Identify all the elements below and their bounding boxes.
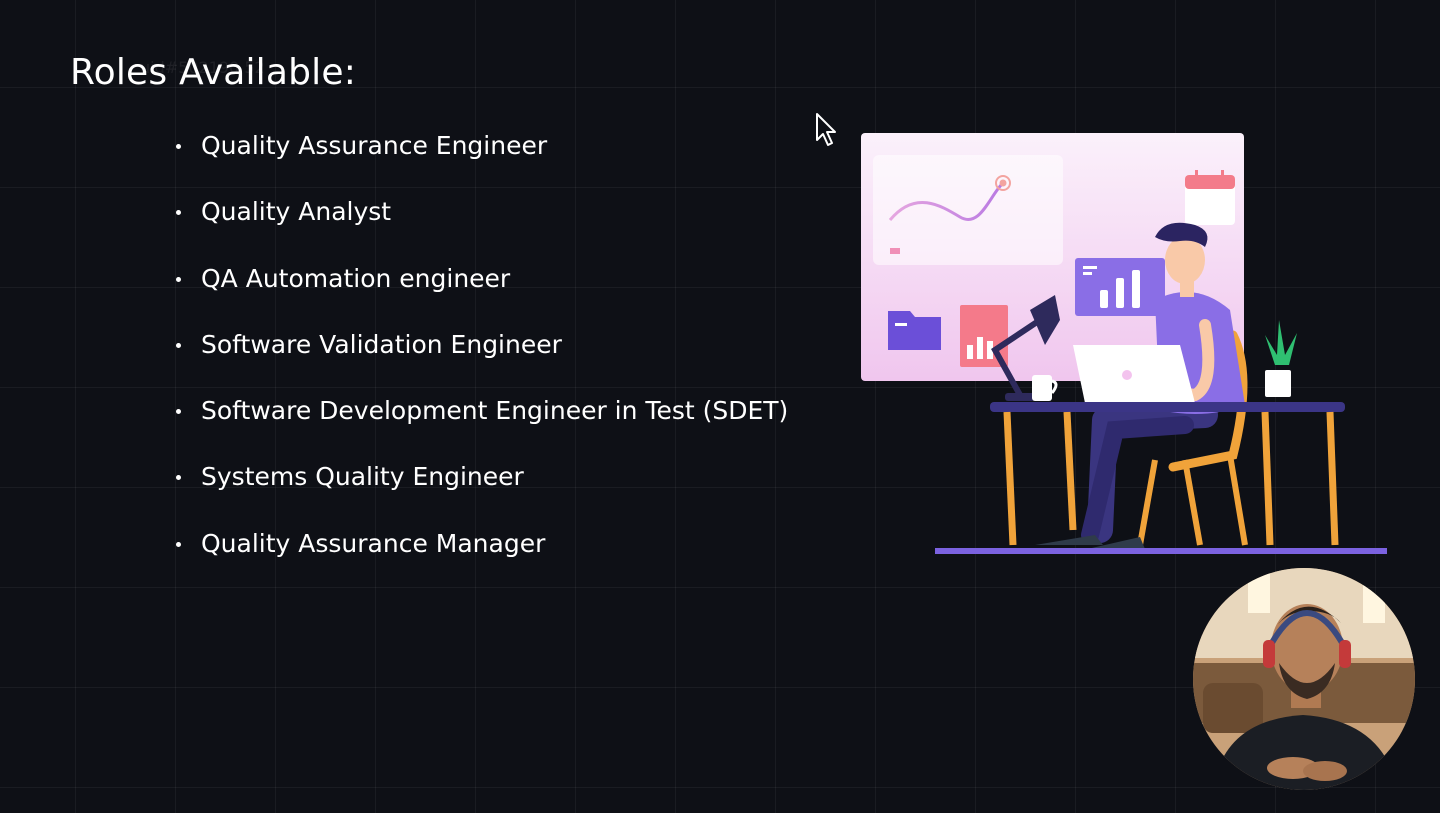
laptop (1073, 345, 1195, 403)
folder-icon (888, 311, 941, 350)
bullet-icon (176, 210, 181, 216)
watermark-text: uid#502190 52 (140, 58, 265, 77)
role-label: Quality Analyst (201, 197, 392, 227)
coffee-mug (1032, 375, 1052, 401)
role-item: Software Development Engineer in Test (S… (174, 392, 788, 458)
person-at-desk-illustration (861, 133, 1387, 554)
bullet-icon (176, 144, 181, 149)
chart-panel (873, 155, 1063, 265)
role-label: Software Development Engineer in Test (S… (201, 396, 789, 426)
chart-line (888, 181, 1005, 221)
bullet-icon (176, 541, 181, 547)
mouse-pointer-icon (816, 113, 836, 146)
bullet-icon (176, 276, 181, 282)
role-item: Quality Analyst (174, 193, 788, 259)
role-label: QA Automation engineer (201, 263, 511, 293)
role-label: Quality Assurance Manager (201, 528, 546, 558)
desk-top (990, 402, 1345, 412)
chart-point (995, 175, 1011, 191)
role-item: Software Validation Engineer (174, 326, 788, 392)
potted-plant (1265, 320, 1297, 397)
bullet-icon (176, 475, 181, 481)
bullet-icon (176, 409, 181, 415)
role-item: Systems Quality Engineer (174, 458, 788, 524)
presenter-webcam (1193, 568, 1415, 790)
role-item: QA Automation engineer (174, 260, 788, 326)
role-label: Quality Assurance Engineer (201, 131, 548, 160)
role-label: Software Validation Engineer (201, 329, 562, 359)
role-item: Quality Assurance Engineer (174, 127, 788, 193)
office-chair (1137, 330, 1248, 546)
desk-lamp (991, 295, 1060, 401)
slide-title: Roles Available: (70, 52, 357, 93)
floor-line (935, 548, 1387, 554)
role-item: Quality Assurance Manager (174, 525, 788, 591)
roles-list: Quality Assurance Engineer Quality Analy… (174, 127, 788, 591)
bullet-icon (176, 342, 181, 348)
role-label: Systems Quality Engineer (201, 462, 524, 492)
